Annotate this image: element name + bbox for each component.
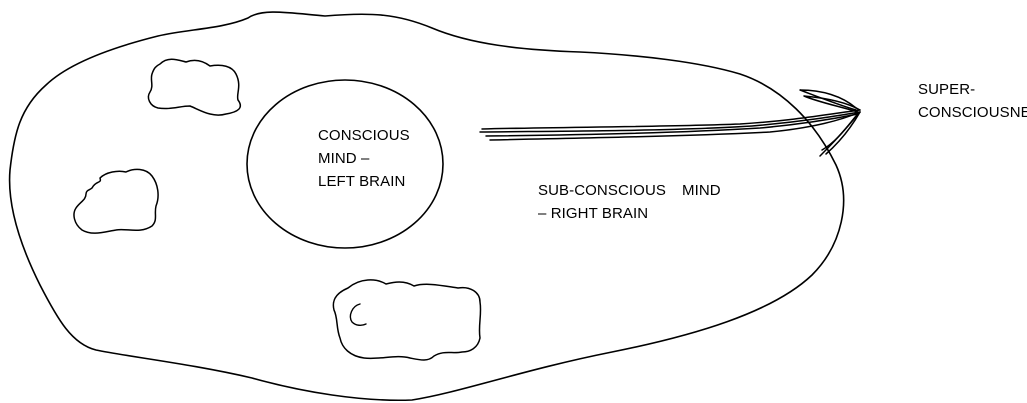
arrowhead-bottom-stroke-3 [822, 116, 856, 150]
blob-bottom [333, 280, 480, 360]
conscious-mind-line-1: CONSCIOUS [318, 124, 410, 147]
superconsciousness-line-1: SUPER- [918, 78, 1027, 101]
subconscious-mind-line-2: – RIGHT BRAIN [538, 202, 721, 225]
arrow-stroke-1 [482, 110, 860, 129]
conscious-mind-label: CONSCIOUS MIND – LEFT BRAIN [318, 124, 410, 193]
arrow-to-superconsciousness [480, 90, 860, 156]
subconscious-mind-label: SUB-CONSCIOUS MIND – RIGHT BRAIN [538, 179, 721, 225]
conscious-mind-line-3: LEFT BRAIN [318, 170, 410, 193]
subconscious-mind-line-1: SUB-CONSCIOUS MIND [538, 179, 721, 202]
subconscious-mind-line-1-part-2: MIND [682, 182, 721, 199]
blob-middle-left [74, 169, 158, 233]
conscious-mind-line-2: MIND – [318, 147, 410, 170]
blob-bottom-curl [350, 304, 366, 325]
superconsciousness-line-2: CONSCIOUSNESS [918, 101, 1027, 124]
subconscious-mind-line-1-part-1: SUB-CONSCIOUS [538, 182, 666, 199]
blob-top-left [148, 59, 240, 115]
superconsciousness-label: SUPER- CONSCIOUSNESS [918, 78, 1027, 124]
arrowhead-top-stroke-2 [800, 90, 856, 110]
